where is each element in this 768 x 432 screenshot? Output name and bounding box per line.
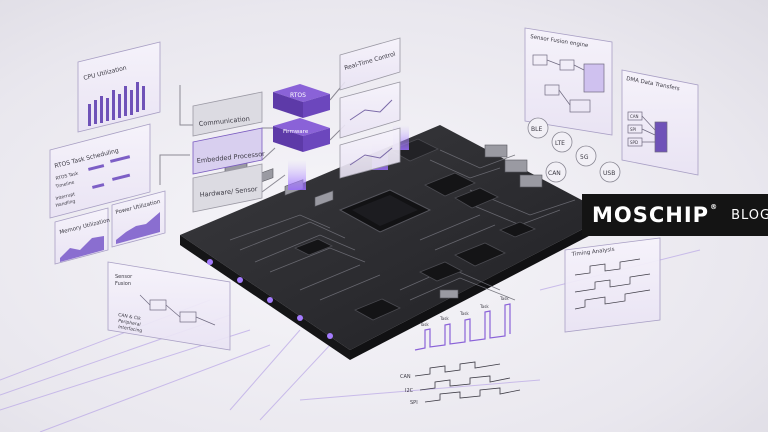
sensor-fusion-input-panel: Sensor Fusion CAN & Clk Peripheral Inter… <box>107 261 231 351</box>
svg-text:Firmware: Firmware <box>283 129 309 135</box>
stack-firmware: Firmware <box>273 118 330 152</box>
svg-text:Task: Task <box>479 304 489 309</box>
circuit-board <box>180 125 610 360</box>
svg-text:Interrupt: Interrupt <box>55 191 76 202</box>
stack-hardware-sensor: Hardware/ Sensor <box>192 163 263 213</box>
svg-text:Task: Task <box>439 316 449 321</box>
svg-text:CAN: CAN <box>630 114 639 119</box>
board-chips <box>294 138 537 321</box>
svg-text:LTE: LTE <box>555 140 565 147</box>
svg-text:CAN & Clk: CAN & Clk <box>118 312 142 322</box>
svg-text:Task: Task <box>419 322 429 327</box>
memory-utilization-panel: Memory Utilization <box>54 207 111 265</box>
usb-icon: USB <box>599 161 621 183</box>
svg-text:CAN: CAN <box>548 170 561 177</box>
can-icon: CAN <box>545 161 567 183</box>
svg-text:BLE: BLE <box>531 126 542 133</box>
svg-text:RTOS Task: RTOS Task <box>55 170 79 182</box>
rtos-task-scheduling-panel: RTOS Task Scheduling RTOS Task Timeline … <box>49 123 151 219</box>
dma-data-transfers-panel: DMA Data Transfers CAN SPI SPD <box>621 69 699 176</box>
svg-text:5G: 5G <box>580 154 589 161</box>
5g-icon: 5G <box>575 145 597 167</box>
svg-text:I2C: I2C <box>405 388 414 394</box>
svg-text:SPI: SPI <box>410 400 418 406</box>
svg-text:Interfacing: Interfacing <box>118 324 143 334</box>
blog-label: BLOG <box>731 207 768 223</box>
real-time-control-panel: Real-Time Control <box>339 37 401 179</box>
cpu-chip <box>338 189 432 233</box>
svg-text:Peripheral: Peripheral <box>118 318 141 328</box>
stack-rtos: RTOS <box>273 84 330 118</box>
svg-text:Fusion: Fusion <box>115 281 131 287</box>
timing-waveforms: CAN I2C SPI Task Task Task Task Task <box>400 296 521 406</box>
svg-text:Timing Analysis: Timing Analysis <box>571 247 616 258</box>
svg-text:Task: Task <box>459 311 469 316</box>
power-utilization-panel: Power Utilization <box>111 190 166 248</box>
svg-text:Timeline: Timeline <box>54 179 75 190</box>
svg-text:SPD: SPD <box>630 140 638 145</box>
cpu-utilization-panel: CPU Utilization <box>77 41 161 133</box>
svg-text:Task: Task <box>499 296 509 301</box>
sensor-fusion-engine-panel: Sensor Fusion engine <box>524 27 613 136</box>
lte-icon: LTE <box>551 131 573 153</box>
svg-text:Handling: Handling <box>55 198 76 209</box>
brand-badge[interactable]: MOSCHIP® BLOG <box>582 194 768 236</box>
svg-text:RTOS: RTOS <box>290 92 306 99</box>
moschip-logo: MOSCHIP® <box>592 203 719 227</box>
timing-analysis-panel: Timing Analysis <box>564 237 661 333</box>
stack-embedded-processor: Embedded Processor <box>192 127 265 175</box>
svg-text:USB: USB <box>603 170 615 177</box>
ble-icon: BLE <box>527 117 549 139</box>
svg-text:SPI: SPI <box>630 127 636 132</box>
svg-text:CAN: CAN <box>400 374 411 380</box>
svg-text:Sensor: Sensor <box>115 274 133 280</box>
connectivity-icons: BLE LTE 5G USB CAN <box>527 117 621 183</box>
stack-communication: Communication <box>192 91 263 137</box>
